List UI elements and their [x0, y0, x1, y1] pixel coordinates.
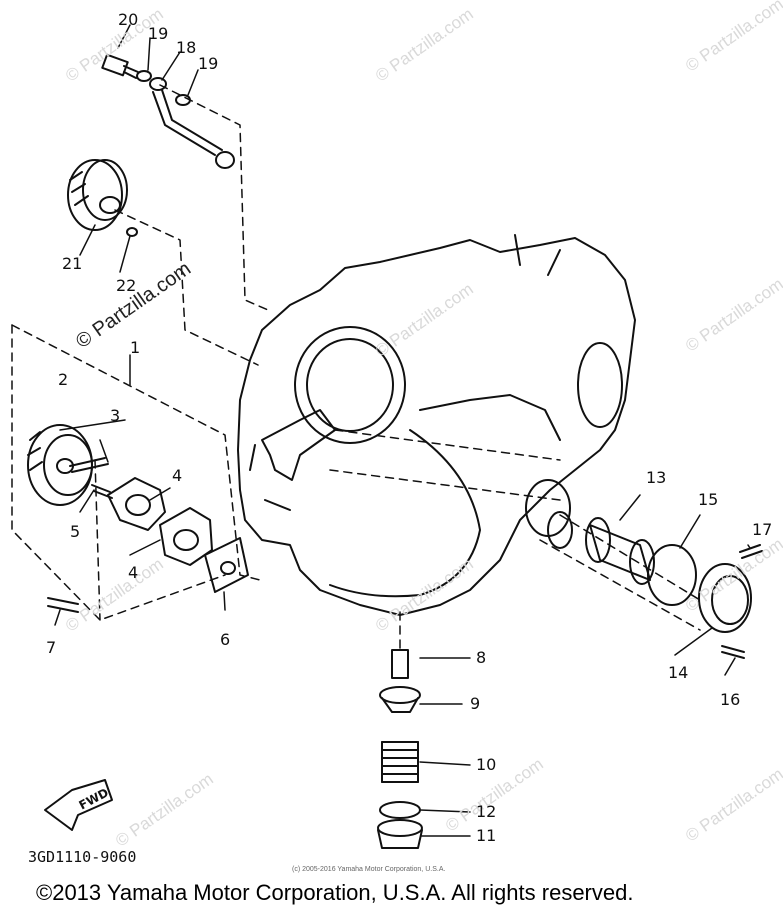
- copyright-footer: ©2013 Yamaha Motor Corporation, U.S.A. A…: [36, 880, 634, 905]
- crankcase-inner-edge: [419, 394, 561, 441]
- callout-11: 11: [476, 826, 497, 845]
- callout-3: 3: [110, 406, 121, 425]
- crankcase-right-bore: [577, 342, 623, 428]
- part-19b-washer: [175, 94, 191, 106]
- callout-20: 20: [118, 10, 139, 29]
- crankcase-lower-edge: [329, 429, 481, 598]
- part-7-bolt: [47, 597, 79, 613]
- part-13-oil-filter: [585, 517, 655, 585]
- part-16-bolt: [721, 645, 745, 659]
- part-18-oil-pipe: [149, 77, 235, 169]
- fwd-arrow: [44, 779, 113, 831]
- callout-22: 22: [116, 276, 137, 295]
- tiny-copyright: (c) 2005-2016 Yamaha Motor Corporation, …: [292, 866, 446, 873]
- part-11-drain-plug: [377, 819, 423, 849]
- part-15-o-ring: [647, 544, 697, 606]
- callout-4: 4: [172, 466, 183, 485]
- callout-8: 8: [476, 648, 487, 667]
- part-4b-pump-body: [159, 507, 213, 566]
- part-6-pump-cover: [204, 537, 249, 593]
- part-8-pin: [391, 649, 409, 679]
- callout-13: 13: [646, 468, 667, 487]
- filter-seat-inner: [547, 511, 573, 549]
- callout-12: 12: [476, 802, 497, 821]
- callout-15: 15: [698, 490, 719, 509]
- callout-6: 6: [220, 630, 231, 649]
- part-14-filter-cover: [698, 563, 752, 633]
- callout-19: 19: [148, 24, 169, 43]
- crankcase-body: [237, 237, 636, 616]
- part-10-spring: [381, 741, 419, 783]
- callout-18: 18: [176, 38, 197, 57]
- part-20-bolt: [101, 53, 139, 79]
- callout-10: 10: [476, 755, 497, 774]
- part-19a-washer: [136, 70, 152, 82]
- part-2-driven-gear: [27, 424, 93, 506]
- callout-5: 5: [70, 522, 81, 541]
- crankcase-bracket: [261, 409, 336, 481]
- part-4-pump-housing: [107, 477, 166, 531]
- part-21-pump-gear: [67, 159, 128, 231]
- part-9-strainer: [379, 686, 421, 713]
- part-12-o-ring: [379, 801, 421, 819]
- callout-19: 19: [198, 54, 219, 73]
- part-22-pin: [126, 227, 138, 237]
- callout-7: 7: [46, 638, 57, 657]
- callout-9: 9: [470, 694, 481, 713]
- callout-1: 1: [130, 338, 141, 357]
- crankcase-bore-inner: [306, 338, 394, 432]
- callout-21: 21: [62, 254, 83, 273]
- callout-14: 14: [668, 663, 689, 682]
- reference-lines: [11, 84, 701, 651]
- diagram-part-code: 3GD1110-9060: [28, 848, 137, 866]
- crankcase-ribs: [249, 234, 561, 511]
- callout-2: 2: [58, 370, 69, 389]
- callout-16: 16: [720, 690, 741, 709]
- callout-17: 17: [752, 520, 773, 539]
- callout-4: 4: [128, 563, 139, 582]
- part-3-shaft: [69, 457, 109, 473]
- leader-lines: [54, 24, 751, 837]
- crankcase-bore: [294, 326, 406, 444]
